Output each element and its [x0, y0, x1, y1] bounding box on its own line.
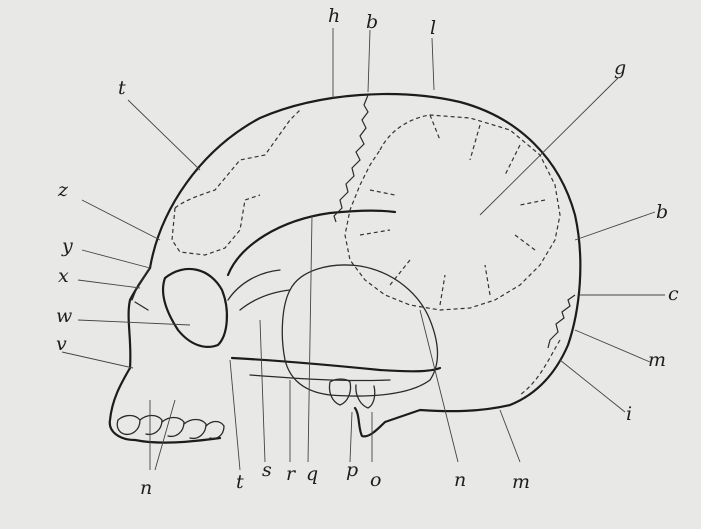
orbit	[163, 269, 227, 347]
zygomatic-arch	[232, 358, 440, 371]
label-h: h	[328, 5, 340, 27]
label-m-bottom: m	[512, 471, 530, 493]
label-s: s	[262, 459, 272, 481]
mastoid-process	[329, 379, 374, 408]
label-n: n	[454, 469, 466, 491]
label-y: y	[61, 235, 73, 257]
label-r: r	[286, 463, 297, 485]
label-t-top: t	[118, 77, 126, 99]
nasal-region	[132, 268, 150, 310]
label-m-upper: m	[648, 349, 666, 371]
label-o: o	[370, 469, 381, 491]
parietal-dashed-region	[345, 115, 560, 310]
coronal-suture	[334, 95, 368, 222]
upper-teeth	[117, 416, 224, 439]
skull-outline	[150, 94, 580, 436]
label-i: i	[626, 403, 632, 425]
label-t-bottom: t	[236, 471, 244, 493]
label-q: q	[306, 463, 318, 485]
label-c: c	[668, 283, 679, 305]
label-p: p	[346, 459, 358, 481]
label-l: l	[430, 17, 436, 39]
label-b-right: b	[656, 201, 668, 223]
label-z: z	[57, 179, 69, 201]
sphenoid-region	[228, 270, 290, 310]
label-b: b	[366, 11, 378, 33]
zygomatic-arch-lower	[250, 375, 390, 381]
temporal-squama	[282, 265, 437, 396]
label-v: v	[56, 333, 67, 355]
label-w: w	[56, 305, 72, 327]
label-n-bottom-left: n	[140, 477, 152, 499]
lambdoid-suture	[548, 295, 575, 348]
label-g: g	[614, 57, 626, 79]
label-x: x	[58, 265, 69, 287]
